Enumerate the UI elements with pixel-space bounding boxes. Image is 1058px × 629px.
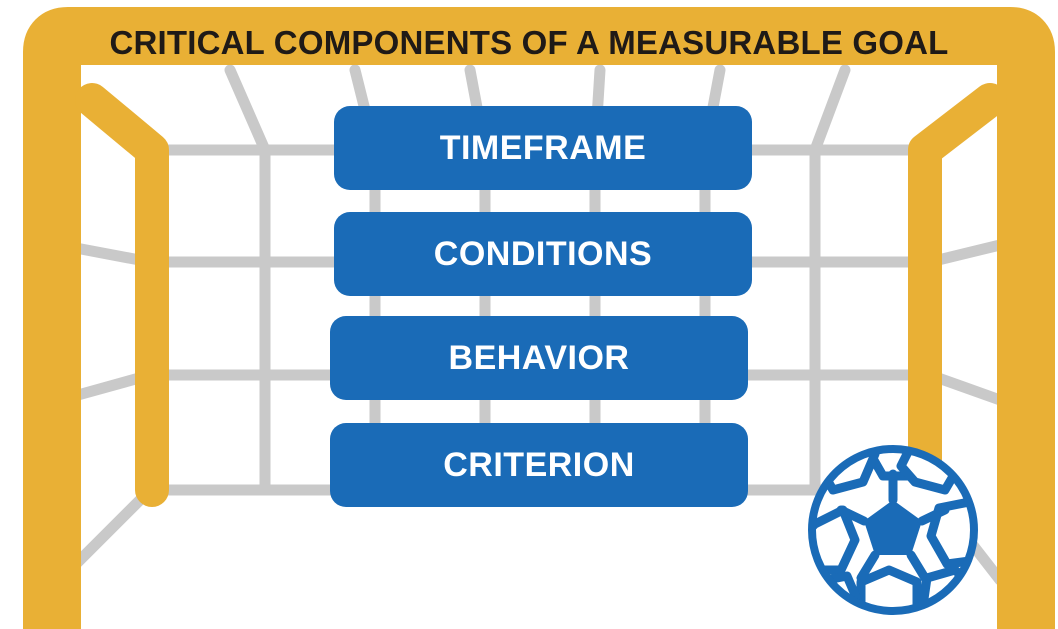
component-label: CRITERION (443, 445, 635, 484)
component-conditions: CONDITIONS (334, 212, 752, 296)
component-label: TIMEFRAME (439, 128, 647, 167)
component-label: BEHAVIOR (448, 338, 630, 377)
component-criterion: CRITERION (330, 423, 748, 507)
soccer-ball-icon (808, 445, 978, 615)
page-title: CRITICAL COMPONENTS OF A MEASURABLE GOAL (109, 24, 949, 61)
component-behavior: BEHAVIOR (330, 316, 748, 400)
component-label: CONDITIONS (433, 234, 653, 273)
goal-post-icon (23, 7, 1055, 629)
component-timeframe: TIMEFRAME (334, 106, 752, 190)
